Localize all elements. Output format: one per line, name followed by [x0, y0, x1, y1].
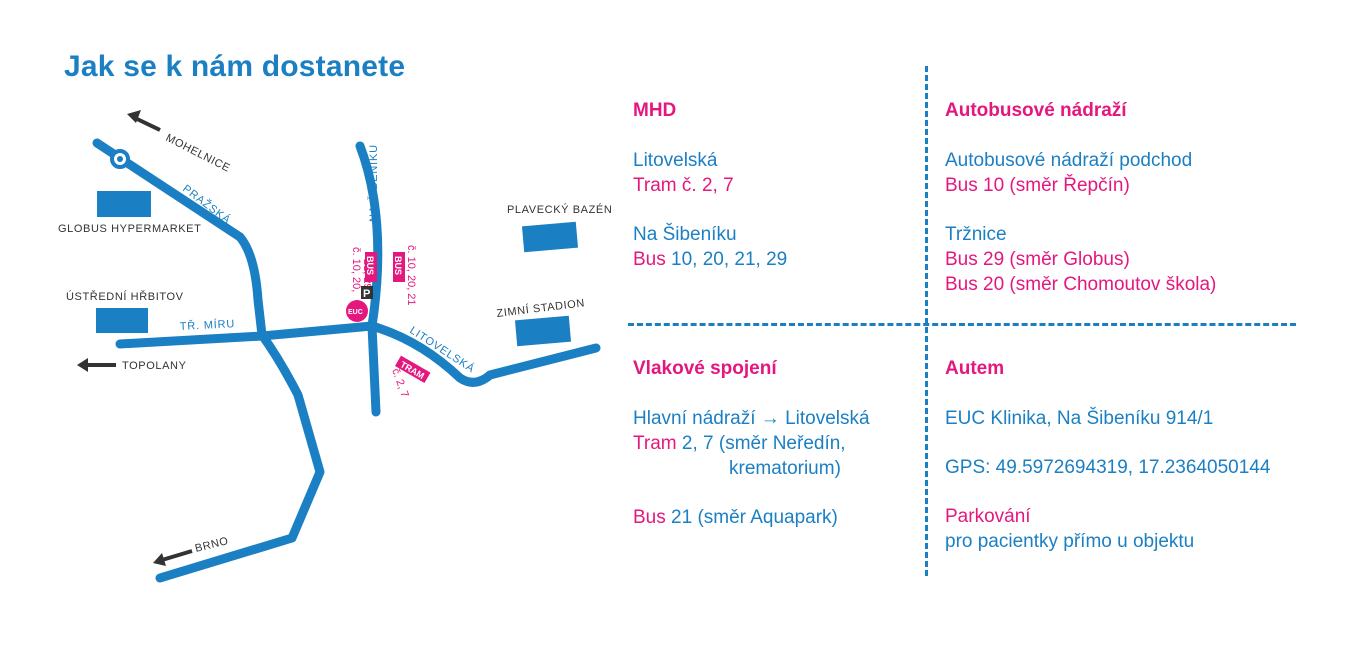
label-mohelnice: MOHELNICE — [164, 132, 233, 175]
euc-clinic-marker — [346, 300, 368, 322]
building-globus — [97, 191, 151, 217]
route-map: MOHELNICE PRAŽSKÁ GLOBUS HYPERMARKET NA … — [58, 110, 612, 583]
label-zimni: ZIMNÍ STADION — [496, 296, 586, 320]
svg-text:P: P — [363, 288, 370, 300]
road-tr-miru — [115, 321, 377, 349]
label-plavecky: PLAVECKÝ BAZÉN — [507, 203, 612, 216]
label-hrbitov: ÚSTŘEDNÍ HŘBITOV — [66, 290, 184, 303]
bus-station-heading: Autobusové nádraží — [945, 100, 1127, 121]
bus-station-stop1: Autobusové nádraží podchod — [945, 150, 1193, 171]
mhd-stop2-prefix: Bus — [633, 249, 666, 270]
bus-tag-left: BUS — [365, 252, 377, 282]
arrow-topolany-icon — [77, 358, 116, 372]
label-tr-miru: TŘ. MÍRU — [179, 317, 235, 333]
train-bus: 21 (směr Aquapark) — [671, 507, 838, 528]
car-parking-text: pro pacientky přímo u objektu — [945, 531, 1195, 552]
svg-text:č. 10, 20, 21: č. 10, 20, 21 — [405, 245, 417, 306]
section-bus-station: Autobusové nádraží Autobusové nádraží po… — [945, 98, 1216, 297]
train-route-prefix: Tram — [633, 433, 677, 454]
bus-stop-right: č. 10, 20, 21 — [405, 245, 417, 306]
train-bus-prefix: Bus — [633, 507, 666, 528]
svg-text:BUS: BUS — [365, 256, 375, 275]
bus-tag-right: BUS — [393, 252, 405, 282]
train-route-lines-cont: krematorium) — [729, 458, 841, 479]
label-globus: GLOBUS HYPERMARKET — [58, 223, 201, 235]
section-mhd: MHD Litovelská Tram č. 2, 7 Na Šibeníku … — [633, 98, 787, 272]
label-brno: BRNO — [194, 535, 230, 555]
svg-text:EUC: EUC — [348, 309, 363, 316]
label-topolany: TOPOLANY — [122, 360, 187, 372]
section-car: Autem EUC Klinika, Na Šibeníku 914/1 GPS… — [945, 356, 1270, 554]
divider-vertical — [925, 66, 928, 576]
train-route-lines: 2, 7 (směr Neředín, — [681, 433, 846, 454]
svg-text:č. 10, 20,: č. 10, 20, — [350, 247, 362, 292]
building-zimni — [514, 315, 572, 347]
divider-horizontal — [628, 323, 1296, 326]
arrow-mohelnice-icon — [127, 110, 161, 132]
building-hrbitov — [96, 308, 148, 333]
bus-station-stop2-lines-b: Bus 20 (směr Chomoutov škola) — [945, 274, 1217, 295]
car-heading: Autem — [945, 358, 1005, 379]
train-route: Hlavní nádraží → Litovelská — [633, 408, 870, 429]
mhd-stop2: Na Šibeníku — [633, 224, 737, 245]
building-plavecky — [521, 221, 579, 253]
bus-station-stop2-lines-a: Bus 29 (směr Globus) — [945, 249, 1130, 270]
parking-icon — [361, 286, 373, 299]
train-heading: Vlakové spojení — [633, 358, 777, 379]
svg-text:BUS: BUS — [393, 256, 403, 275]
bus-station-stop1-lines: Bus 10 (směr Řepčín) — [945, 175, 1130, 196]
mhd-stop2-lines: 10, 20, 21, 29 — [671, 249, 788, 270]
car-gps: GPS: 49.5972694319, 17.2364050144 — [945, 457, 1271, 478]
section-train: Vlakové spojení Hlavní nádraží → Litovel… — [633, 356, 870, 530]
car-parking-heading: Parkování — [945, 506, 1031, 527]
bus-station-stop2: Tržnice — [945, 224, 1007, 245]
car-address: EUC Klinika, Na Šibeníku 914/1 — [945, 408, 1214, 429]
road-na-sibeniku — [355, 141, 383, 417]
arrow-brno-icon — [153, 549, 193, 566]
page-title: Jak se k nám dostanete — [64, 50, 406, 83]
mhd-heading: MHD — [633, 100, 677, 121]
mhd-stop1-lines: Tram č. 2, 7 — [633, 175, 734, 196]
label-na-sibeniku: NA ŠIBENÍKU — [367, 144, 380, 222]
mhd-stop1: Litovelská — [633, 150, 718, 171]
road-litovelska — [367, 321, 601, 387]
